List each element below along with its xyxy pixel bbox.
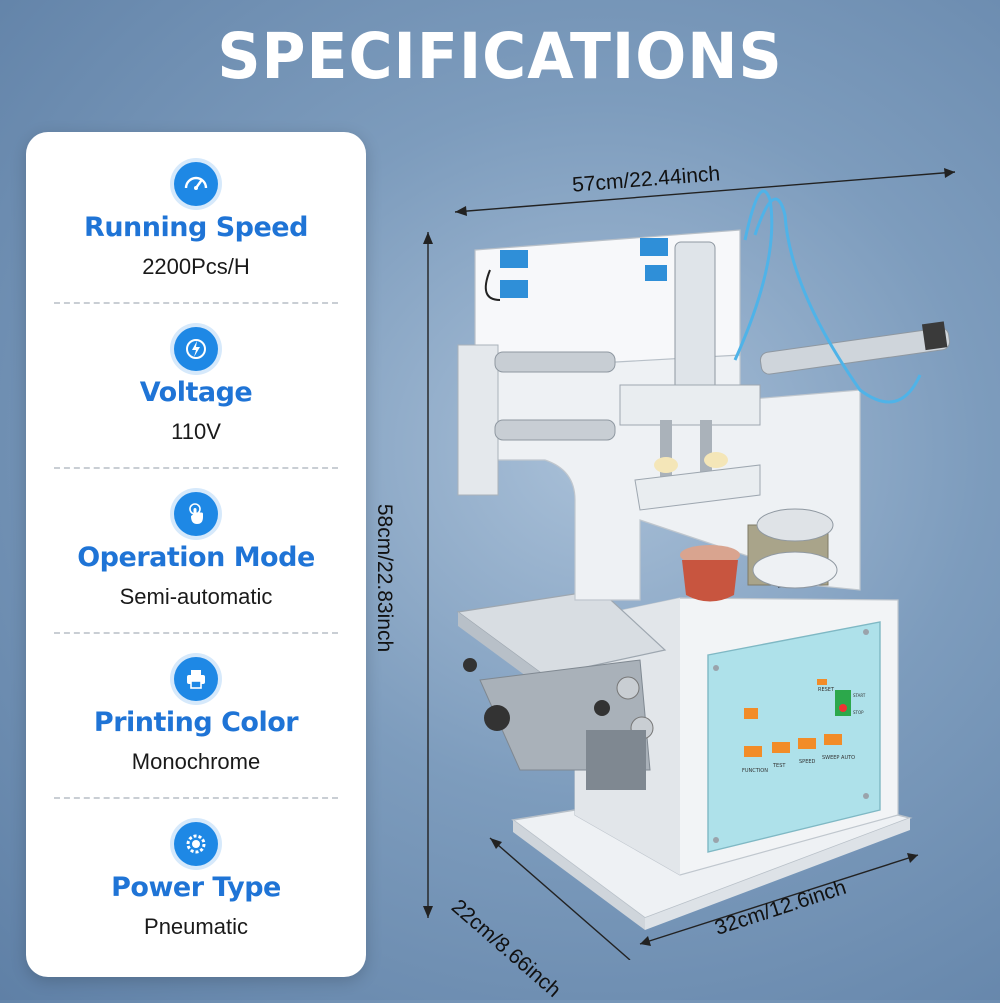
function-label: FUNCTION [742, 768, 768, 774]
spec-card: Running Speed 2200Pcs/H Voltage 110V Ope… [26, 132, 366, 977]
panel-screw [713, 665, 719, 671]
machine-base-front [645, 818, 910, 930]
speed-label: SPEED [799, 759, 816, 765]
top-plate [474, 229, 741, 371]
sweep-label: SWEEP AUTO [822, 755, 855, 761]
sensor-switch [640, 238, 668, 256]
spec-label: Running Speed [84, 212, 308, 243]
spring-collar [654, 457, 678, 473]
divider [54, 632, 338, 634]
panel-screw [713, 837, 719, 843]
spec-item-running-speed: Running Speed 2200Pcs/H [26, 132, 366, 297]
sensor-switch [500, 280, 528, 298]
dimension-base-arrow [639, 853, 919, 946]
spec-label: Printing Color [93, 707, 299, 738]
cable [484, 269, 501, 301]
air-tube [733, 189, 774, 361]
divider [54, 302, 338, 304]
spec-label: Power Type [111, 872, 281, 903]
test-button[interactable] [772, 742, 790, 753]
stop-button[interactable] [839, 704, 847, 712]
pad-holder [634, 464, 761, 511]
spec-value: Semi-automatic [119, 584, 273, 609]
printer-icon [174, 657, 218, 701]
sensor-switch [500, 250, 528, 268]
page-title: SPECIFICATIONS [217, 20, 783, 94]
table-knob[interactable] [484, 705, 510, 731]
dimension-width-arrow [454, 168, 956, 216]
table-knob[interactable] [463, 658, 477, 672]
spec-item-voltage: Voltage 110V [26, 297, 366, 462]
dimension-height-arrow [423, 232, 433, 918]
reset-label: RESET [818, 687, 835, 693]
sensor-switch [645, 265, 667, 281]
panel-screw [863, 793, 869, 799]
dimension-depth-arrow [489, 837, 631, 960]
gear-icon [174, 822, 218, 866]
panel-screw [863, 629, 869, 635]
slide-rail [586, 730, 646, 790]
ink-plate [752, 551, 838, 589]
spec-value: Pneumatic [144, 914, 248, 939]
start-button[interactable] [835, 690, 851, 716]
reset-button[interactable] [817, 679, 827, 685]
machine-base-side [513, 820, 645, 930]
divider [54, 797, 338, 799]
spec-label: Operation Mode [77, 542, 315, 573]
spec-value: 110V [171, 419, 221, 444]
control-panel [707, 621, 881, 853]
cylinder-cap [921, 321, 948, 351]
speedometer-icon [174, 162, 218, 206]
ink-cup [756, 508, 834, 542]
spec-item-power-type: Power Type Pneumatic [26, 792, 366, 957]
touch-hand-icon [174, 492, 218, 536]
panel-key-1[interactable] [744, 708, 758, 719]
lightning-icon [174, 327, 218, 371]
vertical-cylinder [674, 241, 716, 393]
table-knob[interactable] [594, 700, 610, 716]
print-head-block [619, 384, 761, 426]
spec-label: Voltage [139, 377, 253, 408]
dimension-height-label: 58cm/22.83inch [373, 503, 397, 653]
divider [54, 467, 338, 469]
table-knob[interactable] [616, 676, 640, 700]
spec-value: Monochrome [131, 749, 261, 774]
print-pad [682, 560, 738, 602]
speed-button[interactable] [798, 738, 816, 749]
spec-item-operation-mode: Operation Mode Semi-automatic [26, 462, 366, 627]
side-bracket [457, 344, 499, 496]
horizontal-cylinder [759, 327, 951, 375]
spec-item-printing-color: Printing Color Monochrome [26, 627, 366, 792]
spring-collar [704, 452, 728, 468]
air-tube [753, 197, 922, 404]
work-table-edge [458, 612, 545, 690]
test-label: TEST [772, 763, 786, 769]
function-button[interactable] [744, 746, 762, 757]
stop-label: STOP [853, 710, 864, 715]
sweep-button[interactable] [824, 734, 842, 745]
guide-rod [494, 419, 616, 441]
start-label: START [853, 693, 866, 698]
guide-rod [494, 351, 616, 373]
pad-printer-machine: 0000 RESET START STOP FUNCTION TEST SPEE… [423, 168, 956, 960]
spec-value: 2200Pcs/H [142, 254, 250, 279]
